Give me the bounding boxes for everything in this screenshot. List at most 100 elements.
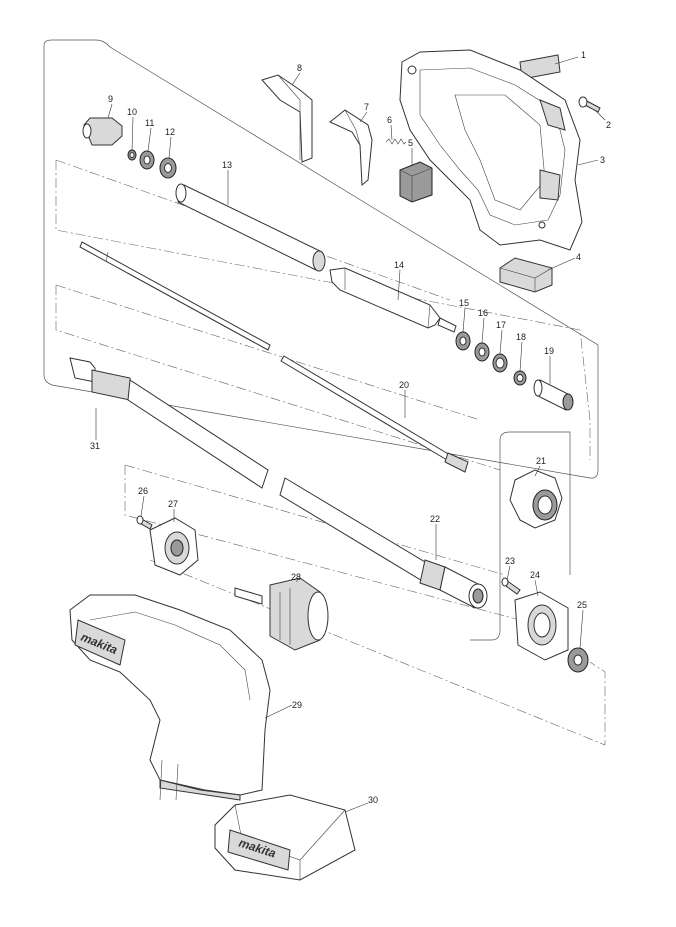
svg-text:5: 5: [408, 138, 413, 148]
svg-text:26: 26: [138, 486, 148, 496]
callout-11: 11: [145, 118, 154, 152]
svg-text:27: 27: [168, 499, 178, 509]
part-11-bearing: [139, 150, 155, 170]
callout-9: 9: [107, 94, 113, 119]
svg-text:28: 28: [291, 572, 301, 582]
svg-text:17: 17: [496, 320, 506, 330]
callout-17: 17: [496, 320, 506, 355]
callout-23: 23: [505, 556, 515, 581]
part-20-long-rod: [79, 241, 469, 473]
svg-text:20: 20: [399, 380, 409, 390]
callout-10: 10: [127, 107, 137, 151]
callout-14: 14: [394, 260, 404, 301]
frame-upper-panel: [43, 39, 599, 479]
svg-text:11: 11: [145, 118, 154, 128]
part-12-bearing: [159, 157, 177, 179]
part-4-switch-plate: [499, 257, 553, 293]
svg-text:29: 29: [292, 700, 302, 710]
svg-text:14: 14: [394, 260, 404, 270]
part-2-screw: [578, 96, 601, 113]
svg-text:19: 19: [544, 346, 554, 356]
callout-27: 27: [168, 499, 178, 522]
part-6-spring: [385, 138, 407, 145]
svg-text:4: 4: [576, 252, 581, 262]
callout-18: 18: [516, 332, 526, 372]
svg-text:23: 23: [505, 556, 515, 566]
callout-12: 12: [165, 127, 175, 159]
part-28-motor: [234, 577, 329, 651]
callout-26: 26: [138, 486, 148, 517]
part-7-lever: [329, 109, 373, 187]
frame-right-panel-top: [499, 431, 571, 575]
frame-row-upper-top: [55, 159, 451, 301]
svg-text:24: 24: [530, 570, 540, 580]
svg-text:8: 8: [297, 63, 302, 73]
frame-motor-area: [124, 465, 521, 621]
callout-2: 2: [594, 109, 611, 130]
frame-row-upper: [55, 160, 591, 460]
callout-31: 31: [90, 408, 100, 451]
part-9-nose-piece: [82, 117, 123, 146]
part-27-end-plate: [149, 517, 199, 576]
callout-5: 5: [408, 138, 413, 166]
part-23-screw: [501, 577, 521, 595]
svg-text:6: 6: [387, 115, 392, 125]
part-10-circlip: [127, 149, 137, 161]
part-19-bushing: [533, 379, 574, 411]
svg-text:2: 2: [606, 120, 611, 130]
part-3-housing-shell: [399, 49, 583, 251]
part-15-bearing: [455, 331, 471, 351]
part-13-sleeve-tube: [175, 183, 326, 272]
part-5-switch-block: [399, 161, 433, 203]
svg-text:18: 18: [516, 332, 526, 342]
part-17-washer: [492, 353, 508, 373]
callout-1: 1: [554, 50, 586, 65]
svg-text:10: 10: [127, 107, 137, 117]
part-21-collar-nut: [509, 469, 563, 529]
svg-text:30: 30: [368, 795, 378, 805]
frame-row-lower: [55, 285, 501, 471]
svg-text:12: 12: [165, 127, 175, 137]
part-8-clip: [261, 74, 313, 163]
callout-19: 19: [544, 346, 554, 384]
part-14-drive-shaft: [329, 267, 457, 333]
part-30-battery-base: makita: [214, 794, 356, 881]
part-16-bearing: [474, 342, 490, 362]
svg-text:13: 13: [222, 160, 232, 170]
svg-text:16: 16: [478, 308, 488, 318]
callout-7: 7: [359, 102, 369, 123]
svg-text:7: 7: [364, 102, 369, 112]
svg-text:3: 3: [600, 155, 605, 165]
frame-motor-area-top: [124, 464, 506, 576]
callout-22: 22: [430, 514, 440, 560]
callout-6: 6: [387, 115, 393, 141]
callout-25: 25: [577, 600, 587, 649]
part-25-bearing: [567, 647, 589, 673]
svg-text:9: 9: [108, 94, 113, 104]
callout-30: 30: [344, 795, 378, 813]
part-18-washer: [513, 370, 527, 386]
part-29-handle-housing: makita: [69, 594, 271, 801]
frame-row-lower-top: [55, 284, 481, 421]
svg-text:15: 15: [459, 298, 469, 308]
callout-28: 28: [291, 572, 301, 582]
part-31-main-tube: [69, 357, 431, 583]
svg-text:31: 31: [90, 441, 100, 451]
frame-lower-right: [149, 559, 606, 746]
svg-text:25: 25: [577, 600, 587, 610]
frame-right-panel: [470, 440, 501, 641]
part-24-flange: [514, 591, 569, 661]
part-26-screw: [136, 515, 153, 530]
callout-21: 21: [534, 456, 546, 477]
callout-8: 8: [291, 63, 302, 86]
callout-24: 24: [530, 570, 540, 597]
callout-13: 13: [222, 160, 232, 205]
svg-text:1: 1: [581, 50, 586, 60]
callout-20: 20: [399, 380, 409, 418]
callout-3: 3: [577, 155, 605, 166]
svg-text:22: 22: [430, 514, 440, 524]
part-22-tube-end: [419, 559, 488, 609]
svg-text:21: 21: [536, 456, 546, 466]
callout-16: 16: [478, 308, 488, 344]
